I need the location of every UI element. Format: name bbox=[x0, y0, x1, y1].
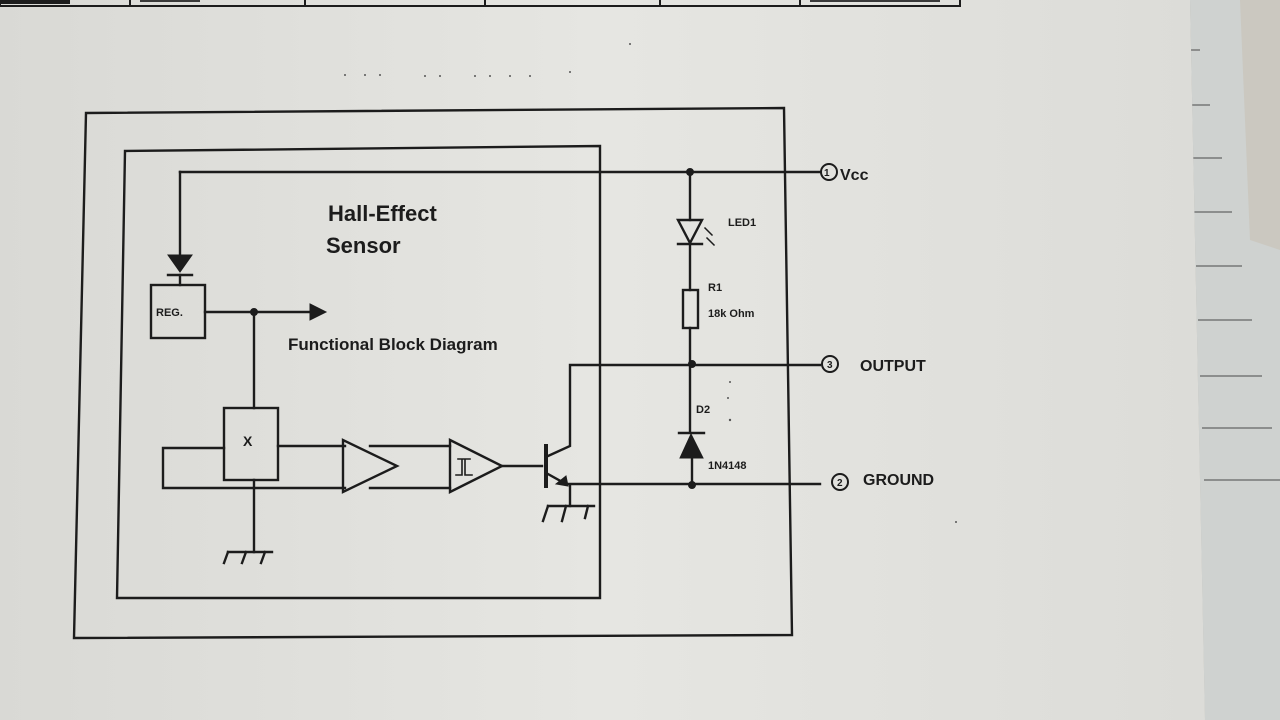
pin-output: 3 OUTPUT bbox=[821, 355, 926, 375]
regulator-label: REG. bbox=[156, 307, 183, 319]
pin-number: 3 bbox=[827, 360, 833, 371]
junction-dot bbox=[688, 360, 696, 368]
pin-vcc: 1 Vcc bbox=[820, 163, 869, 184]
diagram-title-line2: Sensor bbox=[326, 233, 401, 258]
led-ref-label: LED1 bbox=[728, 217, 756, 229]
junction-dot bbox=[688, 481, 696, 489]
transistor-ground-symbol-icon bbox=[541, 504, 596, 523]
outer-package-border bbox=[72, 106, 794, 640]
pin-label-output: OUTPUT bbox=[860, 358, 926, 375]
led-icon bbox=[676, 218, 704, 246]
paper-sheet bbox=[0, 0, 1205, 720]
led-light-rays-icon bbox=[703, 226, 716, 247]
reg-input-diode-icon bbox=[167, 254, 193, 273]
pin-number: 2 bbox=[837, 478, 843, 489]
diagram-caption: Functional Block Diagram bbox=[288, 335, 498, 354]
resistor-value-label: 18k Ohm bbox=[708, 308, 755, 320]
paper-specks bbox=[344, 43, 957, 523]
pin-label-vcc: Vcc bbox=[840, 167, 869, 184]
resistor-ref-label: R1 bbox=[708, 282, 722, 294]
hall-element-icon: X bbox=[243, 433, 253, 449]
reg-output-arrow-icon bbox=[309, 303, 328, 321]
ground-symbol-icon bbox=[222, 550, 274, 565]
diagram-title-line1: Hall-Effect bbox=[328, 201, 437, 226]
diode-ref-label: D2 bbox=[696, 404, 710, 416]
notebook-lines bbox=[1186, 49, 1280, 481]
pin-label-ground: GROUND bbox=[863, 472, 934, 489]
pin-number: 1 bbox=[824, 168, 830, 179]
notebook-shadow bbox=[1240, 0, 1280, 250]
sensor-ic-border bbox=[115, 144, 602, 600]
schmitt-trigger-icon bbox=[448, 438, 505, 494]
header-table-fragment bbox=[0, 0, 961, 7]
emitter-arrow-icon bbox=[554, 475, 569, 487]
pin-ground: 2 GROUND bbox=[831, 472, 934, 491]
diode-part-label: 1N4148 bbox=[708, 460, 747, 472]
hysteresis-glyph-icon bbox=[455, 458, 473, 476]
amplifier-icon bbox=[341, 438, 400, 494]
hall-element-block bbox=[222, 406, 280, 482]
